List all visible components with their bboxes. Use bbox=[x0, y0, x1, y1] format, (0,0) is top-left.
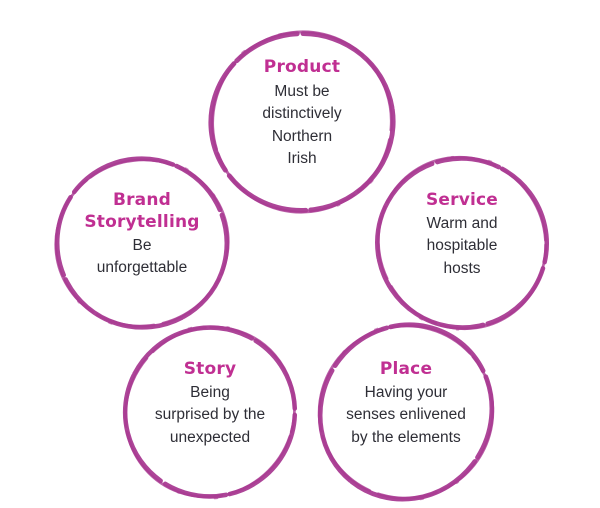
circle-title: Service bbox=[425, 189, 499, 210]
circle-title: Place bbox=[379, 358, 433, 379]
circle-title: Story bbox=[183, 358, 237, 379]
circle-service: Service Warm and hospitable hosts bbox=[372, 151, 552, 335]
circle-content: Brand Storytelling Be unforgettable bbox=[84, 190, 199, 295]
circle-body: Having your senses enlivened by the elem… bbox=[346, 383, 466, 446]
circle-body: Be unforgettable bbox=[96, 236, 188, 277]
circle-content: Place Having your senses enlivened by th… bbox=[346, 359, 466, 466]
circle-content: Product Must be distinctively Northern I… bbox=[262, 57, 341, 186]
circle-place: Place Having your senses enlivened by th… bbox=[312, 320, 500, 504]
circle-story: Story Being surprised by the unexpected bbox=[120, 320, 300, 504]
circle-title: Brand Storytelling bbox=[84, 190, 200, 232]
circle-brand-storytelling: Brand Storytelling Be unforgettable bbox=[52, 151, 232, 335]
circle-body: Must be distinctively Northern Irish bbox=[262, 82, 342, 168]
circle-body: Warm and hospitable hosts bbox=[426, 214, 498, 277]
circle-body: Being surprised by the unexpected bbox=[154, 383, 266, 446]
circle-content: Service Warm and hospitable hosts bbox=[426, 190, 498, 297]
circle-content: Story Being surprised by the unexpected bbox=[155, 359, 265, 466]
circle-product: Product Must be distinctively Northern I… bbox=[205, 26, 399, 218]
circle-title: Product bbox=[263, 57, 341, 78]
